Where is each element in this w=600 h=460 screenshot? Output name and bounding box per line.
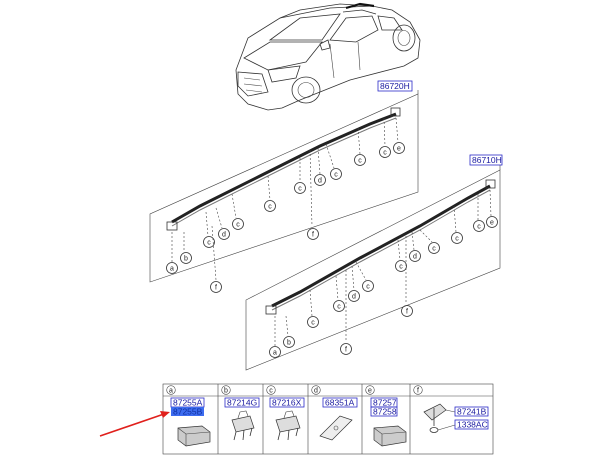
callout-c: c	[334, 172, 338, 179]
table-header-row: a b c d e f	[166, 385, 423, 395]
upper-assembly-frame	[149, 93, 419, 283]
callout-c: c	[366, 284, 370, 291]
table-header-b: b	[224, 388, 228, 395]
pointer-arrow	[99, 411, 170, 437]
table-header-a: a	[169, 388, 173, 395]
callout-f: f	[312, 232, 314, 239]
callout-d: d	[352, 294, 356, 301]
lower-callouts: a b c c f d c c f d c c c	[269, 189, 498, 358]
callout-c: c	[358, 158, 362, 165]
part-image-d	[319, 415, 353, 441]
callout-f: f	[406, 309, 408, 316]
callout-e: e	[490, 220, 494, 227]
lower-assembly-label-box	[469, 154, 503, 166]
upper-rear-end-cap	[390, 107, 401, 117]
selected-part-highlight[interactable]	[171, 407, 204, 416]
lower-assembly-frame	[245, 169, 501, 371]
callout-c: c	[477, 224, 481, 231]
part-number-e2[interactable]: 87258	[373, 407, 397, 417]
callout-c: c	[236, 222, 240, 229]
callout-b: b	[287, 340, 291, 347]
table-cell-b: 87214G	[224, 398, 260, 441]
callout-c: c	[298, 186, 302, 193]
callout-c: c	[311, 320, 315, 327]
parts-table: a b c d e f 87255A 87255B 87214G	[162, 383, 494, 455]
part-number-f1[interactable]: 87241B	[457, 407, 487, 417]
table-header-f: f	[417, 388, 419, 395]
callout-c: c	[383, 150, 387, 157]
part-number-c[interactable]: 87216X	[272, 398, 302, 408]
table-cell-a: 87255A 87255B	[170, 398, 211, 447]
table-header-e: e	[368, 388, 372, 395]
part-image-a	[177, 425, 211, 447]
callout-d: d	[222, 232, 226, 239]
callout-c: c	[207, 240, 211, 247]
part-number-d[interactable]: 68351A	[325, 398, 355, 408]
lower-front-end-cap	[265, 305, 277, 315]
callout-f: f	[215, 285, 217, 292]
part-image-b	[231, 410, 255, 441]
part-image-e	[373, 425, 407, 447]
part-number-f2[interactable]: 1338AC	[457, 420, 488, 430]
part-image-f	[423, 403, 456, 433]
upper-front-end-cap	[166, 221, 178, 231]
table-cell-c: 87216X	[269, 398, 305, 441]
table-cell-e: 87257 87258	[370, 398, 407, 447]
callout-d: d	[413, 254, 417, 261]
callout-d: d	[318, 178, 322, 185]
part-number-e1[interactable]: 87257	[373, 398, 397, 408]
upper-assembly-part-number[interactable]: 86720H	[380, 81, 410, 91]
table-cell-f: 87241B 1338AC	[423, 403, 489, 433]
table-header-d: d	[314, 388, 318, 395]
table-header-c: c	[269, 388, 273, 395]
callout-b: b	[184, 256, 188, 263]
part-image-c	[275, 410, 301, 441]
part-number-a2[interactable]: 87255B	[173, 407, 203, 417]
callout-a: a	[273, 350, 277, 357]
part-number-b[interactable]: 87214G	[227, 398, 257, 408]
car-illustration	[235, 2, 421, 111]
callout-f: f	[345, 347, 347, 354]
callout-c: c	[399, 264, 403, 271]
callout-c: c	[337, 304, 341, 311]
callout-c: c	[268, 204, 272, 211]
callout-c: c	[432, 246, 436, 253]
table-cell-d: 68351A	[319, 398, 358, 441]
upper-callouts: a b c d c c c f d c c c e	[166, 117, 405, 293]
lower-rail-assembly: 86710H a b c c f d c c f d	[245, 154, 503, 371]
upper-assembly-label-box	[377, 80, 413, 92]
callout-c: c	[455, 236, 459, 243]
lower-assembly-part-number[interactable]: 86710H	[472, 155, 502, 165]
lower-rear-end-cap	[485, 179, 496, 189]
part-number-a1[interactable]: 87255A	[173, 398, 203, 408]
callout-a: a	[170, 266, 174, 273]
upper-rail-assembly: 86720H a b c d c c c f d	[149, 80, 419, 293]
callout-e: e	[397, 146, 401, 153]
